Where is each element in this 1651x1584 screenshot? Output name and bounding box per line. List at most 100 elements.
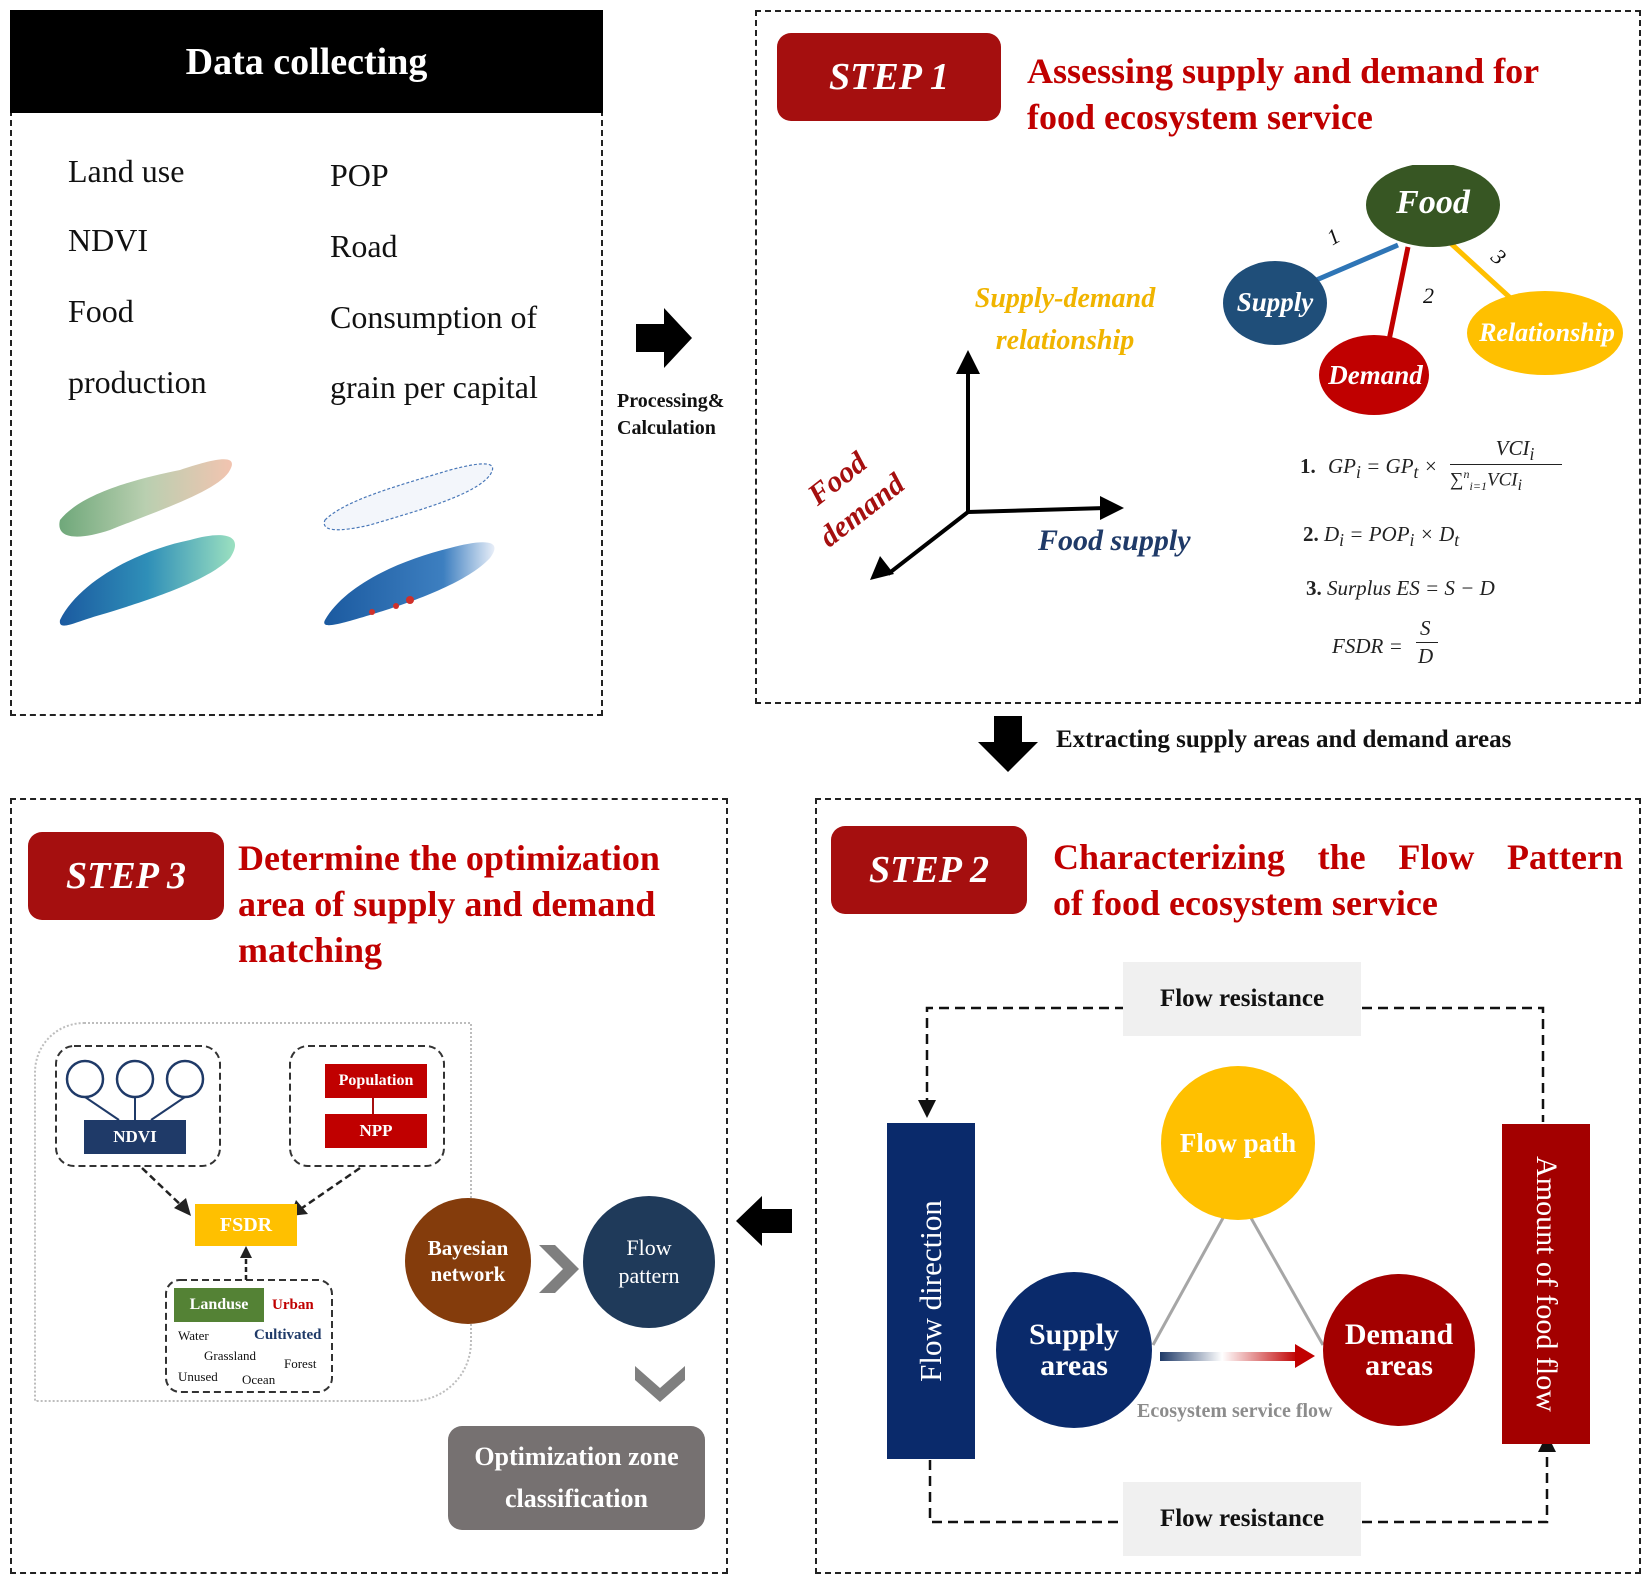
step2-to-step3-arrow [736, 1196, 792, 1246]
population-box: Population [325, 1064, 427, 1098]
fsdr-box: FSDR [195, 1204, 297, 1246]
fsdr-label: FSDR [219, 1213, 273, 1236]
formula-3: 3. Surplus ES = S − D [1306, 576, 1495, 600]
data-item-land-use: Land use [68, 153, 185, 189]
flow-resistance-bottom-label: Flow resistance [1159, 1505, 1325, 1532]
step1-axes [870, 350, 1124, 580]
step2-title-line1: Characterizing the Flow Pattern [1053, 837, 1623, 877]
landuse-label: Landuse [189, 1296, 249, 1313]
supply-areas-line2: areas [1040, 1349, 1108, 1382]
flow-resistance-top: Flow resistance [1123, 962, 1361, 1036]
axis-label-relationship-line1: Supply-demand [974, 283, 1156, 314]
flow-path-label: Flow path [1179, 1127, 1297, 1158]
landuse-water: Water [178, 1328, 209, 1343]
step2-badge: STEP 2 [831, 826, 1027, 914]
data-item-road: Road [330, 228, 398, 264]
tree-node-demand [1319, 335, 1429, 415]
landuse-unused: Unused [178, 1369, 218, 1384]
step3-badge: STEP 3 [28, 832, 224, 920]
tree-edge-label-2: 2 [1423, 283, 1434, 308]
npp-label: NPP [359, 1121, 393, 1140]
landuse-forest: Forest [284, 1356, 317, 1371]
flow-resistance-top-label: Flow resistance [1159, 985, 1325, 1012]
data-item-grain: grain per capital [330, 369, 538, 405]
map-land-use [59, 459, 232, 537]
bayesian-line1: Bayesian [427, 1236, 509, 1260]
extracting-label: Extracting supply areas and demand areas [1056, 726, 1512, 753]
step3-title-line1: Determine the optimization [238, 838, 660, 878]
landuse-cultivated: Cultivated [254, 1327, 322, 1343]
step1-title-line1: Assessing supply and demand for [1027, 51, 1540, 91]
processing-label-line1: Processing& [617, 390, 725, 412]
flow-direction-box: Flow direction [887, 1123, 975, 1459]
tree-edge-relationship [1444, 237, 1520, 307]
map-road [323, 463, 494, 531]
landuse-urban: Urban [272, 1297, 314, 1313]
tree-node-relationship [1467, 291, 1623, 375]
flow-pattern-node: Flow pattern [583, 1196, 715, 1328]
flow-connectors [918, 1006, 1556, 1524]
axis-label-relationship: Supply-demand relationship [945, 278, 1185, 362]
formula-1-number: 1. [1300, 454, 1316, 478]
supply-areas-line1: Supply [1028, 1318, 1120, 1351]
step1-title: Assessing supply and demand for food eco… [1027, 48, 1539, 140]
formula-1-fraction-bar [1450, 464, 1562, 465]
axis-label-relationship-line2: relationship [995, 325, 1135, 356]
food-tree [1223, 165, 1623, 415]
extracting-arrow [978, 716, 1038, 772]
bayesian-line2: network [430, 1262, 506, 1286]
flow-pattern-line2: pattern [618, 1263, 680, 1288]
data-collecting-title: Data collecting [185, 40, 428, 83]
step3-title-line3: matching [238, 930, 382, 970]
flow-path-node: Flow path [1161, 1066, 1315, 1220]
formula-1: 1. GPi = GPt × VCIi ∑ni=1VCIi [1300, 436, 1562, 500]
tree-node-supply [1223, 261, 1327, 345]
step3-panel [10, 798, 728, 1574]
demand-areas-node: Demand areas [1323, 1274, 1475, 1426]
tree-label-demand: Demand [1328, 360, 1423, 390]
tree-label-supply: Supply [1236, 287, 1314, 317]
bayesian-to-flow-chevron [539, 1245, 579, 1293]
landuse-ocean: Ocean [242, 1372, 276, 1387]
data-item-production: production [68, 364, 207, 400]
flow-direction-label: Flow direction [913, 1200, 948, 1382]
formula-1-fraction-den: ∑ni=1VCIi [1450, 467, 1522, 495]
formula-2: 2. Di = POPi × Dt [1303, 522, 1460, 551]
axis-label-food-supply: Food supply [1038, 524, 1191, 557]
step1-badge: STEP 1 [777, 33, 1001, 121]
formula-fsdr: FSDR = S D [1332, 616, 1452, 676]
flow-pattern-line1: Flow [626, 1235, 672, 1260]
demand-areas-line2: areas [1365, 1349, 1433, 1382]
flow-to-optimization-chevron [635, 1366, 685, 1402]
landuse-grassland: Grassland [204, 1348, 256, 1363]
step3-title-line2: area of supply and demand [238, 884, 656, 924]
step2-title-line2: of food ecosystem service [1053, 883, 1438, 923]
tree-label-food: Food [1396, 184, 1470, 221]
bayesian-network-node: Bayesian network [405, 1198, 531, 1324]
data-collecting-header: Data collecting [10, 10, 603, 113]
step2-title: Characterizing the Flow Pattern of food … [1053, 834, 1623, 926]
formula-1-fraction-num: VCIi [1495, 436, 1535, 465]
tree-label-relationship: Relationship [1479, 318, 1615, 347]
formula-2-number: 2. [1303, 522, 1319, 546]
map-food-production [324, 542, 495, 626]
map-thumbnails [59, 459, 495, 626]
processing-label: Processing& Calculation [617, 388, 724, 442]
landuse-box: Landuse [174, 1288, 264, 1322]
population-label: Population [338, 1072, 414, 1089]
tree-node-food [1366, 165, 1500, 247]
step2-panel [815, 798, 1641, 1574]
amount-food-flow-box: Amount of food flow [1502, 1124, 1590, 1444]
amount-food-flow-label: Amount of food flow [1530, 1156, 1563, 1412]
step1-title-line2: food ecosystem service [1027, 97, 1373, 137]
data-item-consumption: Consumption of [330, 299, 538, 335]
processing-label-line2: Calculation [617, 417, 716, 439]
data-item-food: Food [68, 293, 134, 329]
npp-box: NPP [325, 1114, 427, 1148]
processing-arrow [636, 308, 692, 368]
demand-areas-line1: Demand [1344, 1318, 1454, 1351]
data-item-ndvi: NDVI [68, 222, 148, 258]
ndvi-box: NDVI [84, 1120, 186, 1154]
map-ndvi [59, 535, 236, 626]
step1-panel [755, 10, 1641, 704]
